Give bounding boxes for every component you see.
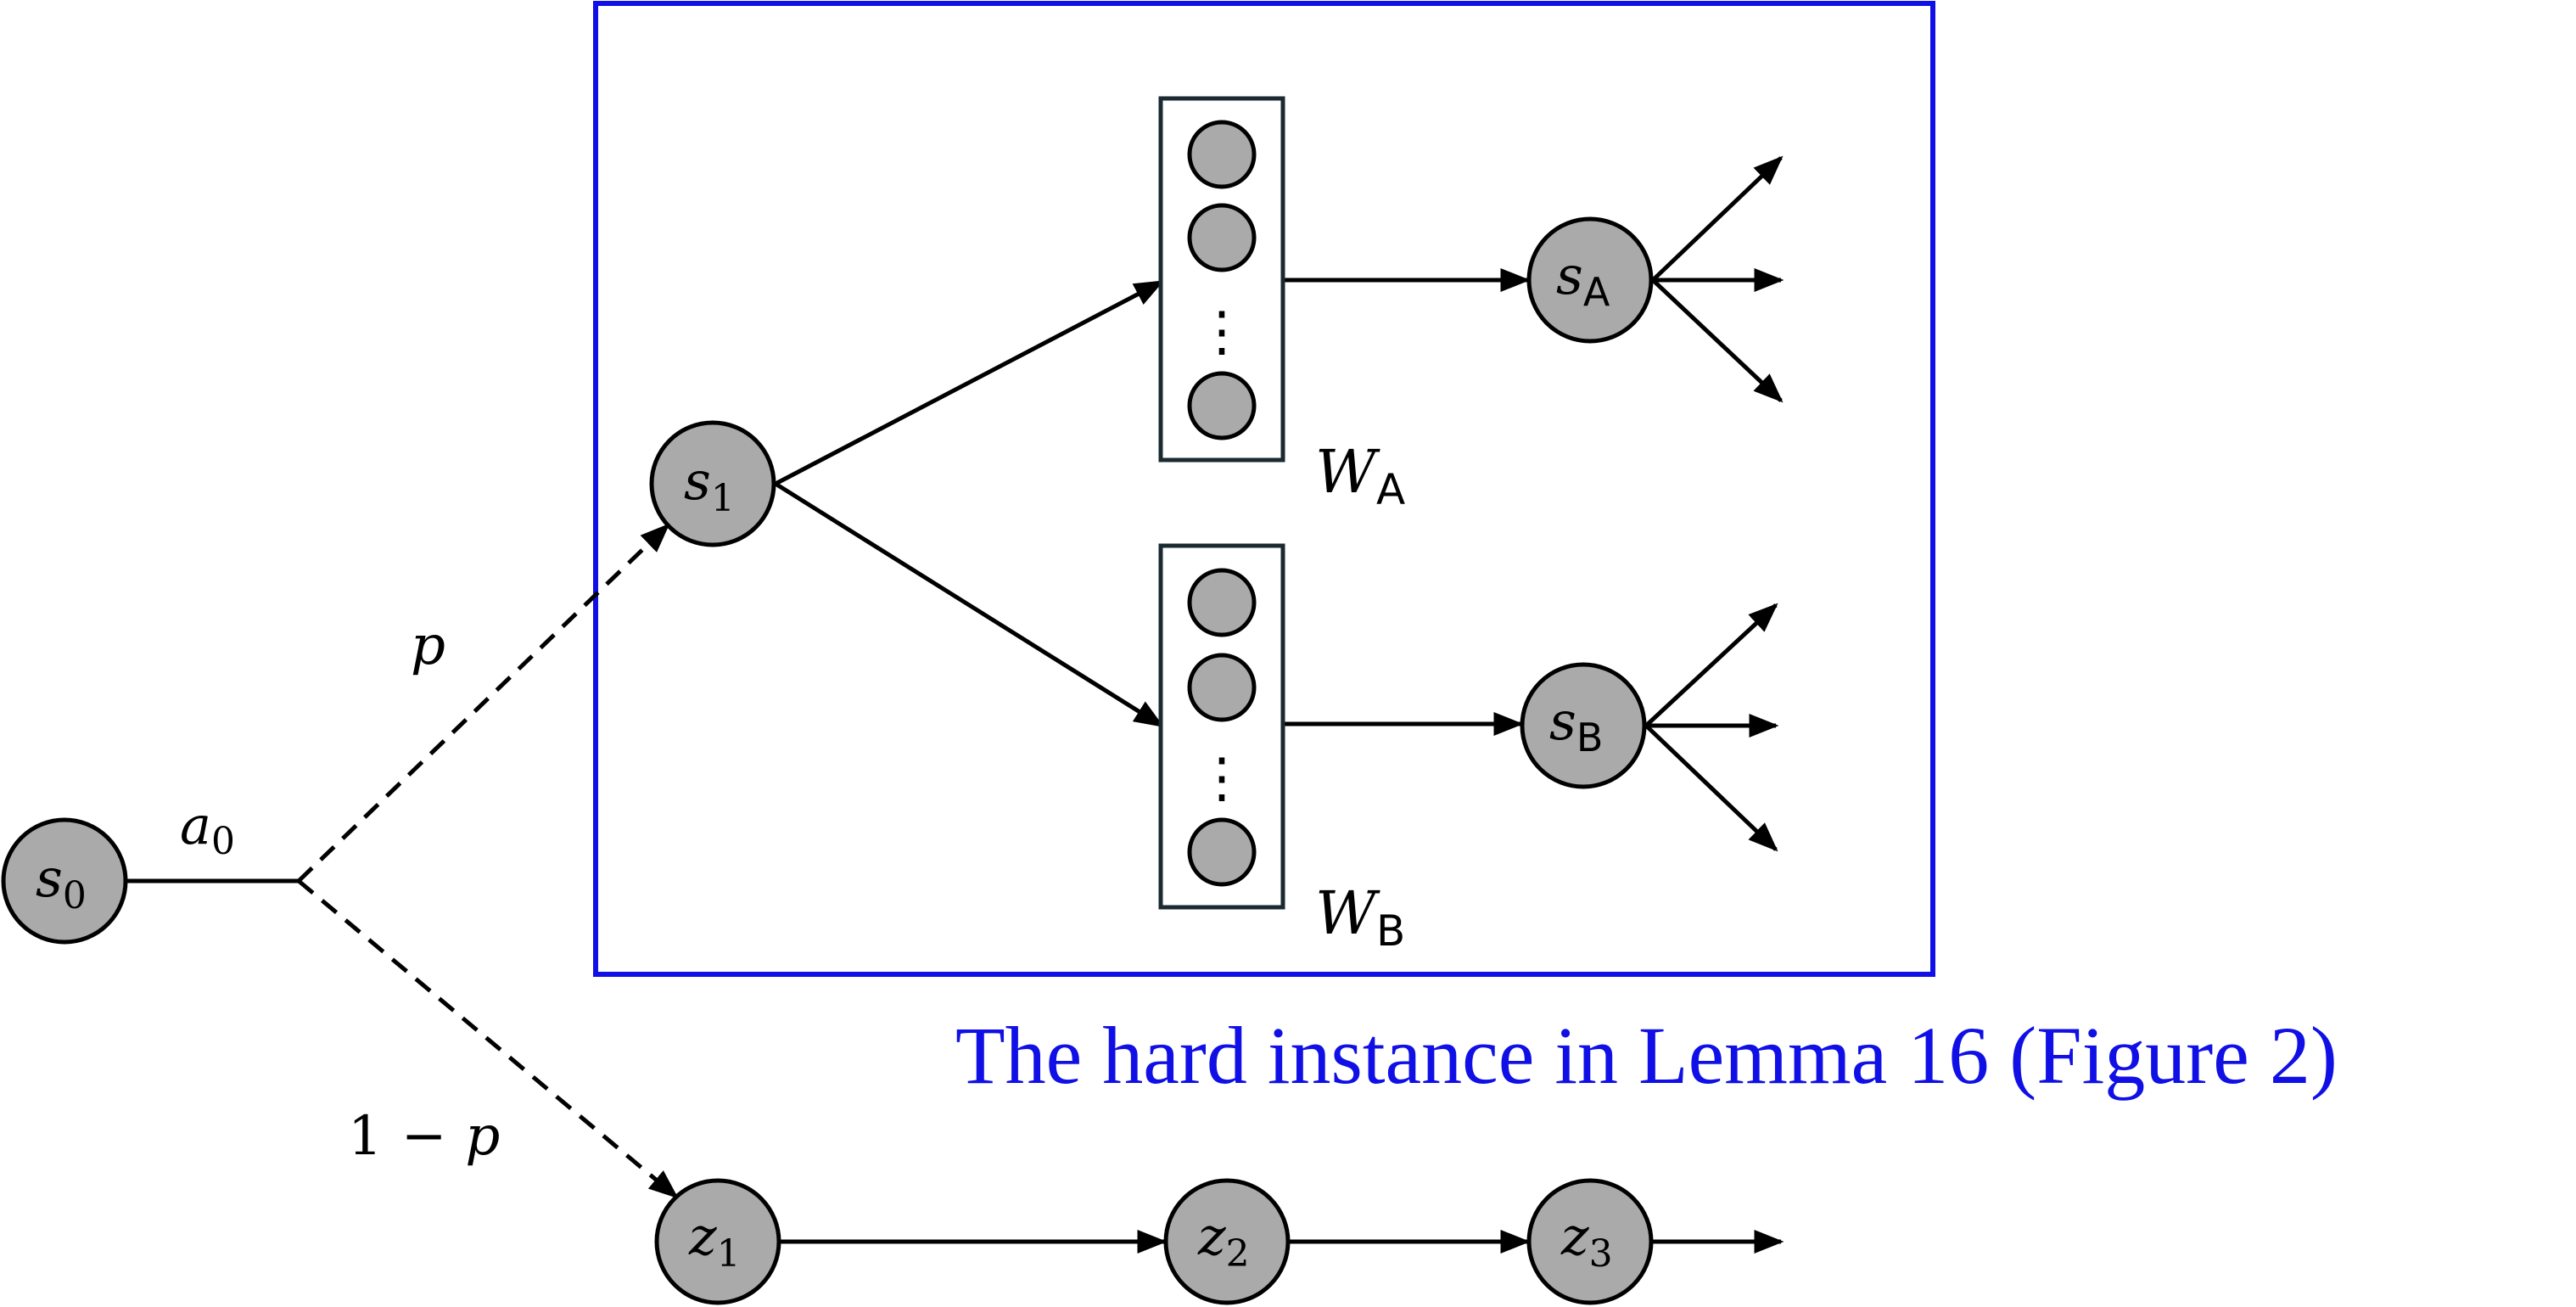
node-z3 [1526, 1178, 1654, 1305]
label-z3: z3 [1560, 1205, 1613, 1276]
wb-unit-2 [1187, 653, 1257, 722]
edge-dashed-s1 [297, 523, 670, 883]
label-s0: s0 [36, 847, 87, 917]
caption: The hard instance in Lemma 16 (Figure 2) [955, 1010, 2338, 1101]
label-wa: WA [1315, 437, 1405, 514]
edge-sb-out-down [1644, 724, 1778, 852]
node-z1 [654, 1178, 781, 1305]
label-sb: sB [1549, 690, 1603, 760]
node-s0 [1, 817, 128, 945]
label-a0: a0 [180, 794, 235, 863]
edge-dashed-z1 [297, 879, 679, 1199]
edge-sa-out-down [1651, 278, 1784, 403]
label-p: p [411, 614, 445, 677]
edge-s1-wa [774, 279, 1165, 486]
label-s1: s1 [684, 450, 735, 520]
edge-s1-wb [774, 481, 1164, 728]
wa-unit-last [1187, 371, 1257, 440]
label-one-minus-p: 1−p [348, 1105, 500, 1168]
node-sa [1526, 216, 1654, 344]
edge-sa-out-up [1651, 155, 1784, 282]
node-z2 [1163, 1178, 1291, 1305]
wb-unit-last [1187, 817, 1257, 887]
node-s1 [649, 420, 776, 547]
wa-ellipsis: ⋮ [1195, 300, 1249, 363]
label-z2: z2 [1197, 1205, 1250, 1276]
edge-sb-out-up [1644, 603, 1778, 727]
wb-unit-1 [1187, 568, 1257, 637]
label-wb: WB [1315, 878, 1405, 956]
wb-ellipsis: ⋮ [1195, 747, 1249, 810]
wa-unit-1 [1187, 120, 1257, 189]
label-z1: z1 [688, 1205, 741, 1276]
highlight-box [593, 1, 1935, 977]
wa-unit-2 [1187, 203, 1257, 272]
label-sa: sA [1556, 244, 1610, 315]
node-sb [1520, 662, 1647, 789]
